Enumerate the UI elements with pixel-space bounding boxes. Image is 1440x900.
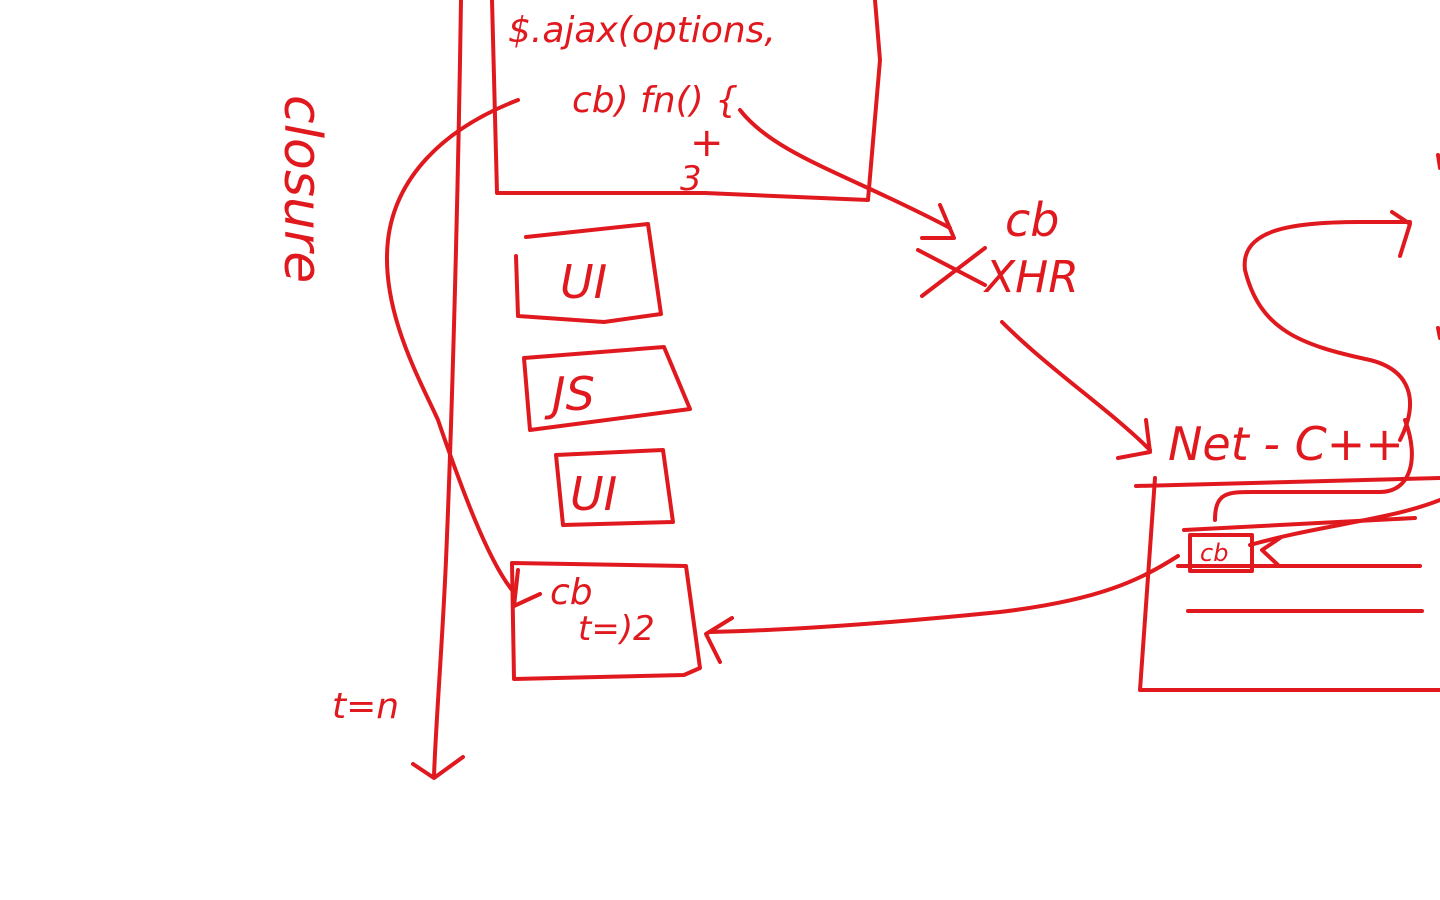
cb-block-text-2: t=)2 <box>578 609 655 649</box>
cb-block-text-1: cb <box>550 572 593 613</box>
timeline-line <box>432 0 463 778</box>
closure-label: closure <box>272 95 332 283</box>
js-block-outline <box>522 345 692 432</box>
ui-block-1-outline <box>514 222 663 324</box>
net-to-cb-arrowhead <box>704 616 734 664</box>
ui-block-2-outline <box>554 448 675 527</box>
fn-to-xhr-arrow <box>738 108 952 230</box>
event-loop-curve <box>1242 220 1412 442</box>
ui-block-2-text: UI <box>570 467 617 521</box>
closure-arrow <box>384 98 520 592</box>
plus-text: + <box>690 120 724 166</box>
closure-arrowhead <box>512 568 542 608</box>
ajax-call-text: $.ajax(options, <box>508 10 776 51</box>
callback-fn-text: cb) fn() { <box>572 80 738 121</box>
queue-arrowhead <box>1260 536 1282 567</box>
xhr-to-net-arrow <box>1000 320 1152 452</box>
ajax-box-outline <box>490 0 882 202</box>
time-n-label: t=n <box>332 686 399 727</box>
js-block-text: JS <box>544 367 595 421</box>
ui-block-1-text: UI <box>560 255 607 309</box>
net-queue-line-1 <box>1182 516 1417 532</box>
net-box-side <box>1138 476 1440 692</box>
net-label: Net - C++ <box>1168 417 1404 471</box>
three-text: 3 <box>680 159 702 199</box>
timeline-arrowhead <box>411 755 465 780</box>
xhr-to-net-arrowhead <box>1116 418 1152 460</box>
net-to-cb-arrow <box>708 554 1180 634</box>
cb-top-label: cb <box>1005 193 1060 247</box>
net-top-curve <box>1213 418 1414 522</box>
fn-to-xhr-arrowhead <box>920 203 956 240</box>
cb-queue-box <box>1188 533 1254 573</box>
xhr-label: XHR <box>983 252 1079 303</box>
event-loop-arrowhead <box>1390 210 1412 258</box>
xhr-x-stroke <box>916 246 987 298</box>
cb-queue-label: cb <box>1200 539 1228 567</box>
net-box-top <box>1134 476 1440 488</box>
cb-block-outline <box>510 561 702 681</box>
net-inner-curve <box>1248 498 1440 547</box>
